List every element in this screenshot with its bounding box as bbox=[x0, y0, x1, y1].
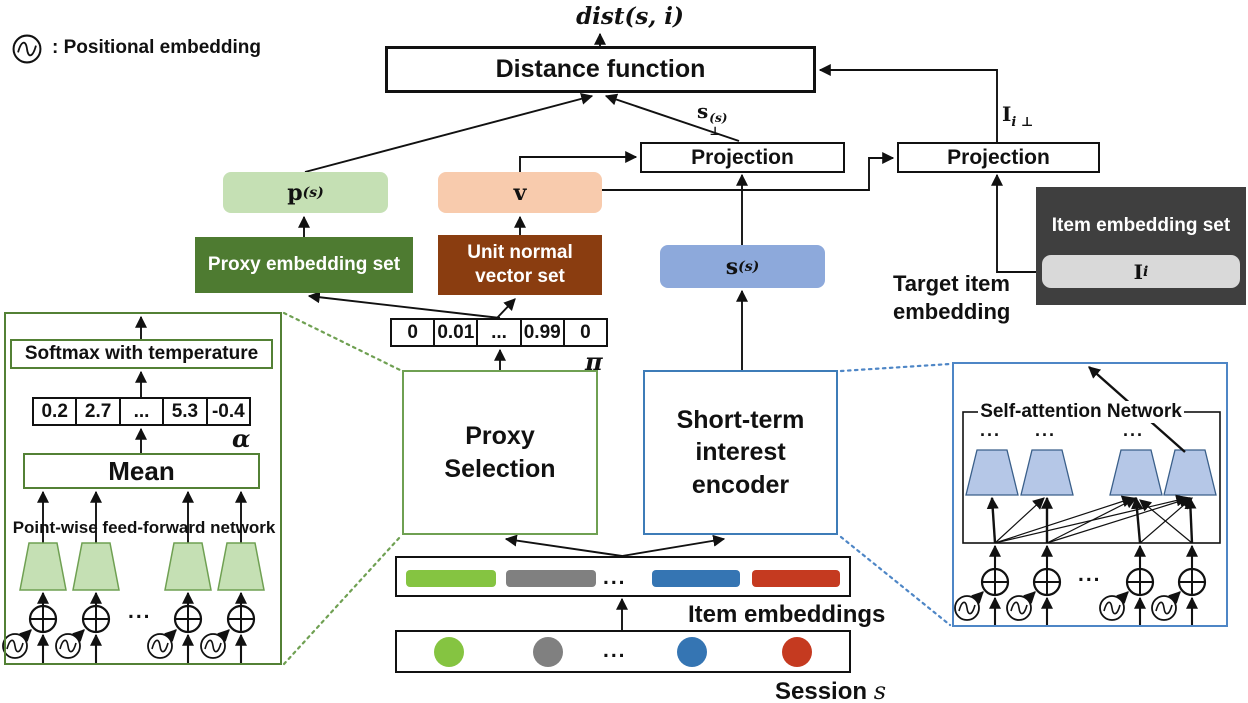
session-ellipsis: ... bbox=[603, 639, 627, 662]
session-label: Session s bbox=[775, 677, 887, 703]
attention-ellipsis: ... bbox=[980, 420, 1002, 440]
session-item-green bbox=[434, 637, 464, 667]
proxy-embedding-node: p(s) bbox=[223, 172, 388, 213]
item-embedding-bar-blue bbox=[652, 570, 740, 587]
unit-normal-vector-set-box: Unit normal vector set bbox=[438, 235, 602, 295]
item-embedding-bar-green bbox=[406, 570, 496, 587]
item-embeddings-ellipsis: ... bbox=[603, 566, 627, 589]
item-embedding-set-label: Item embedding set bbox=[1051, 215, 1231, 236]
unit-normal-node: v bbox=[438, 172, 602, 213]
left-panel-internals bbox=[2, 315, 265, 663]
pi-cell: 0 bbox=[392, 320, 436, 345]
proxy-embedding-set-box: Proxy embedding set bbox=[195, 237, 413, 293]
main-arrows bbox=[298, 32, 1042, 630]
proxy-selection-detail-panel bbox=[4, 312, 282, 665]
self-attention-network-label: Self-attention Network bbox=[978, 401, 1184, 423]
positional-embedding-icon bbox=[12, 34, 42, 64]
ffn-trapezoids bbox=[19, 542, 265, 591]
dist-output-label: dist(s, i) bbox=[576, 3, 684, 30]
right-panel-ellipsis: ... bbox=[1078, 563, 1102, 586]
projection-right-box: Projection bbox=[897, 142, 1100, 173]
attention-fan-arrows bbox=[986, 494, 1197, 544]
item-embeddings-box: ... bbox=[395, 556, 851, 597]
session-item-red bbox=[782, 637, 812, 667]
proxy-selection-box: Proxy Selection bbox=[402, 370, 598, 535]
softmax-box: Softmax with temperature bbox=[10, 339, 273, 369]
mean-box: Mean bbox=[23, 453, 260, 489]
target-item-embedding-label: Target item embedding bbox=[893, 271, 1011, 324]
alpha-cell: -0.4 bbox=[207, 399, 250, 424]
alpha-cell: 5.3 bbox=[164, 399, 208, 424]
pi-cell: 0.01 bbox=[435, 320, 479, 345]
short-term-interest-encoder-box: Short-term interest encoder bbox=[643, 370, 838, 535]
pi-cell: 0 bbox=[564, 320, 607, 345]
distance-function-box: Distance function bbox=[385, 46, 816, 93]
zoom-connectors bbox=[282, 311, 952, 666]
attention-ellipsis: ... bbox=[1035, 420, 1057, 440]
pffn-label: Point-wise feed-forward network bbox=[12, 518, 276, 537]
alpha-cell: 0.2 bbox=[34, 399, 78, 424]
alpha-cell: ... bbox=[120, 399, 165, 424]
session-item-gray bbox=[533, 637, 563, 667]
session-item-blue bbox=[677, 637, 707, 667]
projection-left-box: Projection bbox=[640, 142, 845, 173]
alpha-vector: 0.2 2.7 ... 5.3 -0.4 bbox=[32, 397, 251, 426]
i-perp-label: Ii ⊥ bbox=[1002, 102, 1034, 130]
alpha-cell: 2.7 bbox=[77, 399, 121, 424]
pi-cell: 0.99 bbox=[521, 320, 565, 345]
alpha-label: α bbox=[232, 424, 251, 453]
pi-cell: ... bbox=[478, 320, 522, 345]
legend-label: : Positional embedding bbox=[52, 37, 262, 58]
attention-trapezoids bbox=[965, 449, 1217, 496]
session-box: ... bbox=[395, 630, 851, 673]
item-embedding-bar-gray bbox=[506, 570, 596, 587]
s-perp-label: s(s)⊥ bbox=[697, 99, 728, 138]
session-embedding-node: s(s) bbox=[660, 245, 825, 288]
pi-vector: 0 0.01 ... 0.99 0 bbox=[390, 318, 608, 347]
pi-label: π bbox=[585, 347, 603, 376]
item-embedding-bar-red bbox=[752, 570, 840, 587]
item-embeddings-label: Item embeddings bbox=[688, 601, 886, 628]
left-panel-ellipsis: ... bbox=[128, 600, 152, 623]
attention-ellipsis: ... bbox=[1123, 420, 1145, 440]
short-term-encoder-detail-panel bbox=[952, 362, 1228, 627]
